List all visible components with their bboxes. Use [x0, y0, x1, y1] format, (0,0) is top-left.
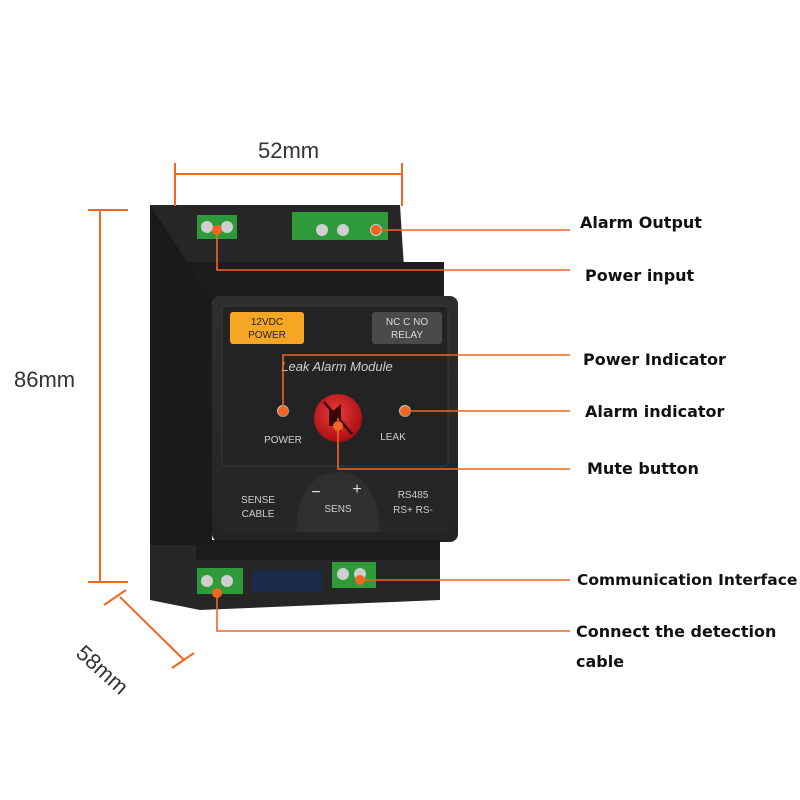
width-dimension-label: 52mm: [258, 138, 320, 163]
communication-interface-label: Communication Interface: [577, 571, 798, 589]
callout-dots: [212, 225, 410, 598]
terminal-screw: [201, 221, 213, 233]
din-rail-slot: [252, 570, 322, 592]
power-badge-voltage: 12VDC: [251, 317, 283, 328]
sens-plus: +: [352, 481, 361, 498]
front-panel: 12VDC POWER NC C NO RELAY Leak Alarm Mod…: [221, 305, 449, 532]
callout-leaders: [216, 229, 570, 632]
callout-dot: [278, 406, 288, 416]
callout-dot: [400, 406, 410, 416]
power-input-label: Power input: [585, 266, 695, 285]
terminal-screw: [316, 224, 328, 236]
callout-dot: [355, 575, 365, 585]
alarm-indicator-label: Alarm indicator: [585, 402, 725, 421]
housing-side: [150, 205, 212, 575]
power-indicator-leader: [282, 354, 570, 411]
depth-dimension-line: [119, 596, 185, 661]
mute-button-label: Mute button: [587, 459, 699, 478]
top-terminal-blocks: [197, 212, 388, 240]
terminal-screw: [337, 568, 349, 580]
dimension-lines: [88, 163, 403, 669]
terminal-screw: [221, 221, 233, 233]
callout-dot: [371, 225, 381, 235]
terminal-screw: [201, 575, 213, 587]
power-led-label: POWER: [264, 435, 302, 446]
sense-cable-line1: SENSE: [241, 495, 275, 506]
mute-button-leader: [337, 418, 570, 470]
panel-inner-plate: [221, 305, 449, 467]
power-badge: [230, 312, 304, 344]
rs485-pins-label: RS+ RS-: [393, 505, 433, 516]
sens-minus: −: [311, 484, 320, 501]
power-indicator-label: Power Indicator: [583, 350, 726, 369]
relay-badge: [372, 312, 442, 344]
callout-dot: [333, 421, 343, 431]
detection-cable-label-line2: cable: [576, 652, 625, 671]
height-dimension-label: 86mm: [14, 367, 76, 392]
bottom-terminal-blocks: [197, 562, 376, 594]
terminal-screw: [221, 575, 233, 587]
power-badge-label: POWER: [248, 330, 286, 341]
module-name: Leak Alarm Module: [281, 359, 393, 374]
detection-cable-leader: [216, 593, 570, 632]
relay-label: RELAY: [391, 330, 423, 341]
sens-arc: [296, 472, 380, 532]
housing-bottom-shelf: [196, 540, 440, 560]
rs485-label: RS485: [398, 490, 429, 501]
callout-dot: [212, 225, 222, 235]
alarm-output-label: Alarm Output: [580, 213, 702, 232]
leak-led-label: LEAK: [380, 432, 406, 443]
sens-label: SENS: [324, 504, 352, 515]
terminal-screw: [337, 224, 349, 236]
sense-cable-line2: CABLE: [242, 509, 275, 520]
power-input-leader: [216, 230, 570, 271]
detection-cable-label-line1: Connect the detection: [576, 622, 777, 641]
relay-contacts-label: NC C NO: [386, 317, 428, 328]
callout-dot: [212, 588, 222, 598]
